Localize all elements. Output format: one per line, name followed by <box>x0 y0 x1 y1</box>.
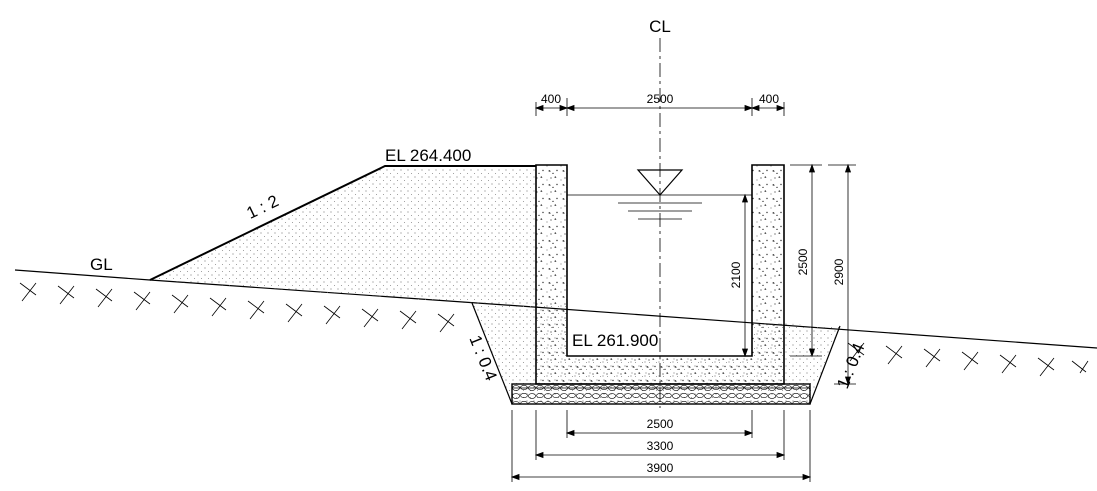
dim-top-inner-width: 2500 <box>647 92 674 106</box>
dim-top-left-wall: 400 <box>541 92 561 106</box>
elevation-bottom-label: EL 261.900 <box>572 331 658 350</box>
excavation-line-left <box>471 302 513 405</box>
ground-level-label: GL <box>90 255 113 274</box>
dim-top-right-wall: 400 <box>759 92 779 106</box>
dim-inner-height: 2500 <box>796 248 810 275</box>
excavation-line-right <box>809 325 841 405</box>
dim-excavation-width: 3900 <box>647 461 674 475</box>
top-dimension-line <box>534 98 786 116</box>
inner-height-dimension <box>790 163 822 358</box>
earth-hatching <box>19 282 1089 377</box>
dim-base-width: 3300 <box>647 439 674 453</box>
bottom-dimension-lines <box>510 410 812 482</box>
dim-outer-height: 2900 <box>832 258 846 285</box>
water-depth-dimension <box>741 193 749 358</box>
embankment-fill <box>150 166 536 308</box>
outer-height-dimension <box>828 163 856 386</box>
dim-water-depth: 2100 <box>729 261 743 288</box>
excavation-slope-right-label: 1 : 0.4 <box>833 340 868 391</box>
elevation-top-label: EL 264.400 <box>385 146 471 165</box>
gravel-bedding <box>511 383 811 405</box>
embankment-top-and-slope <box>149 165 536 281</box>
centerline-symbol: CL <box>649 17 671 36</box>
dim-bottom-inner-width: 2500 <box>647 417 674 431</box>
